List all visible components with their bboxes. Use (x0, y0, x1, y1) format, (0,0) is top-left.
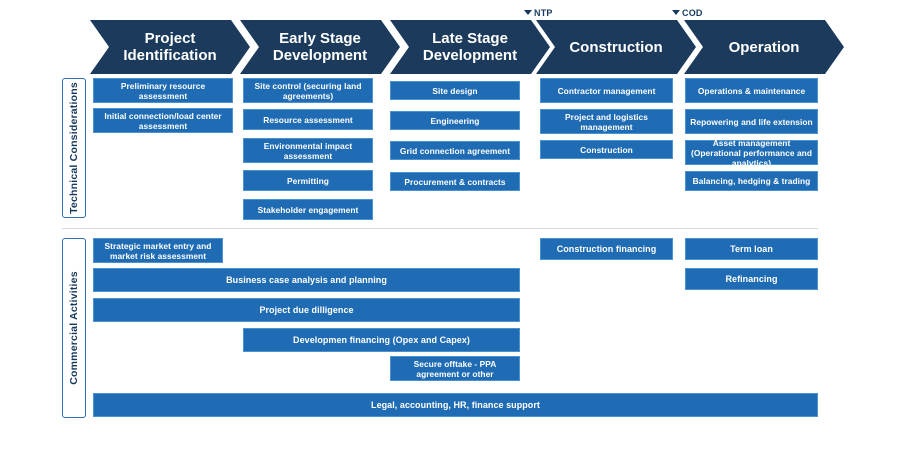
triangle-down-icon (524, 10, 532, 16)
phase-early-stage-development[interactable]: Early Stage Development (240, 20, 400, 74)
section-divider (62, 228, 818, 229)
phase-late-stage-development[interactable]: Late Stage Development (390, 20, 550, 74)
technical-item[interactable]: Operations & maintenance (685, 78, 818, 103)
section-label-text: Technical Considerations (68, 82, 80, 214)
commercial-bar[interactable]: Legal, accounting, HR, finance support (93, 393, 818, 417)
commercial-bar[interactable]: Business case analysis and planning (93, 268, 520, 292)
phase-title-line1: Operation (728, 38, 800, 56)
phase-title-line1: Project (144, 30, 196, 47)
technical-item-label: Contractor management (557, 85, 656, 96)
phase-title-line2: Development (272, 47, 368, 64)
commercial-bar[interactable]: Refinancing (685, 268, 818, 290)
technical-item-label: Preliminary resource assessment (120, 80, 206, 101)
technical-item-label: Resource assessment (263, 114, 353, 125)
technical-item-label: Initial connection/load center assessmen… (104, 110, 222, 131)
technical-item-label: Asset management (Operational performanc… (690, 137, 812, 168)
technical-item-label: Project and logistics management (565, 111, 648, 132)
technical-item-label: Stakeholder engagement (257, 204, 359, 215)
commercial-bar[interactable]: Construction financing (540, 238, 673, 260)
commercial-bar[interactable]: Project due dilligence (93, 298, 520, 322)
technical-item-label: Permitting (287, 175, 329, 186)
phase-title-line2: Development (422, 47, 518, 64)
commercial-bar-label: Secure offtake - PPA agreement or other (413, 358, 497, 379)
commercial-bar[interactable]: Term loan (685, 238, 818, 260)
technical-item[interactable]: Engineering (390, 111, 520, 130)
technical-item[interactable]: Project and logistics management (540, 109, 673, 134)
milestone-ntp: NTP (524, 8, 553, 19)
technical-item[interactable]: Resource assessment (243, 109, 373, 130)
technical-item-label: Operations & maintenance (697, 85, 806, 96)
commercial-bar[interactable]: Strategic market entry and market risk a… (93, 238, 223, 263)
commercial-bar-label: Business case analysis and planning (226, 274, 387, 285)
commercial-bar-label: Strategic market entry and market risk a… (104, 240, 212, 261)
technical-item[interactable]: Grid connection agreement (390, 141, 520, 160)
technical-item-label: Repowering and life extension (690, 116, 813, 127)
triangle-down-icon (672, 10, 680, 16)
technical-item-label: Site design (432, 85, 478, 96)
technical-item[interactable]: Procurement & contracts (390, 172, 520, 191)
technical-item[interactable]: Initial connection/load center assessmen… (93, 108, 233, 133)
technical-item[interactable]: Construction (540, 140, 673, 159)
phase-project-identification[interactable]: Project Identification (90, 20, 250, 74)
technical-item[interactable]: Permitting (243, 170, 373, 191)
commercial-bar-label: Legal, accounting, HR, finance support (371, 399, 540, 410)
commercial-bar[interactable]: Secure offtake - PPA agreement or other (390, 356, 520, 381)
milestone-cod: COD (672, 8, 703, 19)
technical-item[interactable]: Site control (securing land agreements) (243, 78, 373, 103)
technical-item[interactable]: Environmental impact assessment (243, 138, 373, 163)
commercial-bar-label: Project due dilligence (259, 304, 354, 315)
technical-item-label: Procurement & contracts (404, 176, 506, 187)
technical-item[interactable]: Site design (390, 81, 520, 100)
commercial-bar-label: Refinancing (725, 273, 778, 284)
phase-title-line2: Identification (123, 47, 217, 64)
phase-title-line1: Late Stage (432, 30, 508, 47)
technical-item-label: Environmental impact assessment (263, 140, 353, 161)
section-label-technical-considerations: Technical Considerations (62, 78, 86, 218)
milestone-ntp-label: NTP (534, 8, 553, 18)
commercial-bar-label: Developmen financing (Opex and Capex) (293, 334, 470, 345)
technical-item[interactable]: Preliminary resource assessment (93, 78, 233, 103)
technical-item[interactable]: Stakeholder engagement (243, 199, 373, 220)
technical-item-label: Grid connection agreement (399, 145, 511, 156)
commercial-bar-label: Term loan (730, 243, 773, 254)
technical-item[interactable]: Repowering and life extension (685, 109, 818, 134)
section-label-text: Commercial Activities (68, 271, 80, 385)
technical-item[interactable]: Asset management (Operational performanc… (685, 137, 818, 168)
phase-construction[interactable]: Construction (536, 20, 696, 74)
technical-item-label: Engineering (430, 115, 480, 126)
phase-operation[interactable]: Operation (684, 20, 844, 74)
commercial-bar[interactable]: Developmen financing (Opex and Capex) (243, 328, 520, 352)
section-label-commercial-activities: Commercial Activities (62, 238, 86, 418)
technical-item-label: Balancing, hedging & trading (692, 176, 811, 186)
commercial-bar-label: Construction financing (556, 243, 657, 254)
technical-item-label: Site control (securing land agreements) (254, 80, 362, 101)
phase-title-line1: Early Stage (279, 30, 361, 47)
technical-item[interactable]: Balancing, hedging & trading (685, 171, 818, 191)
phase-title-line1: Construction (569, 38, 663, 56)
milestone-cod-label: COD (682, 8, 703, 18)
technical-item-label: Construction (580, 144, 633, 155)
technical-item[interactable]: Contractor management (540, 78, 673, 103)
